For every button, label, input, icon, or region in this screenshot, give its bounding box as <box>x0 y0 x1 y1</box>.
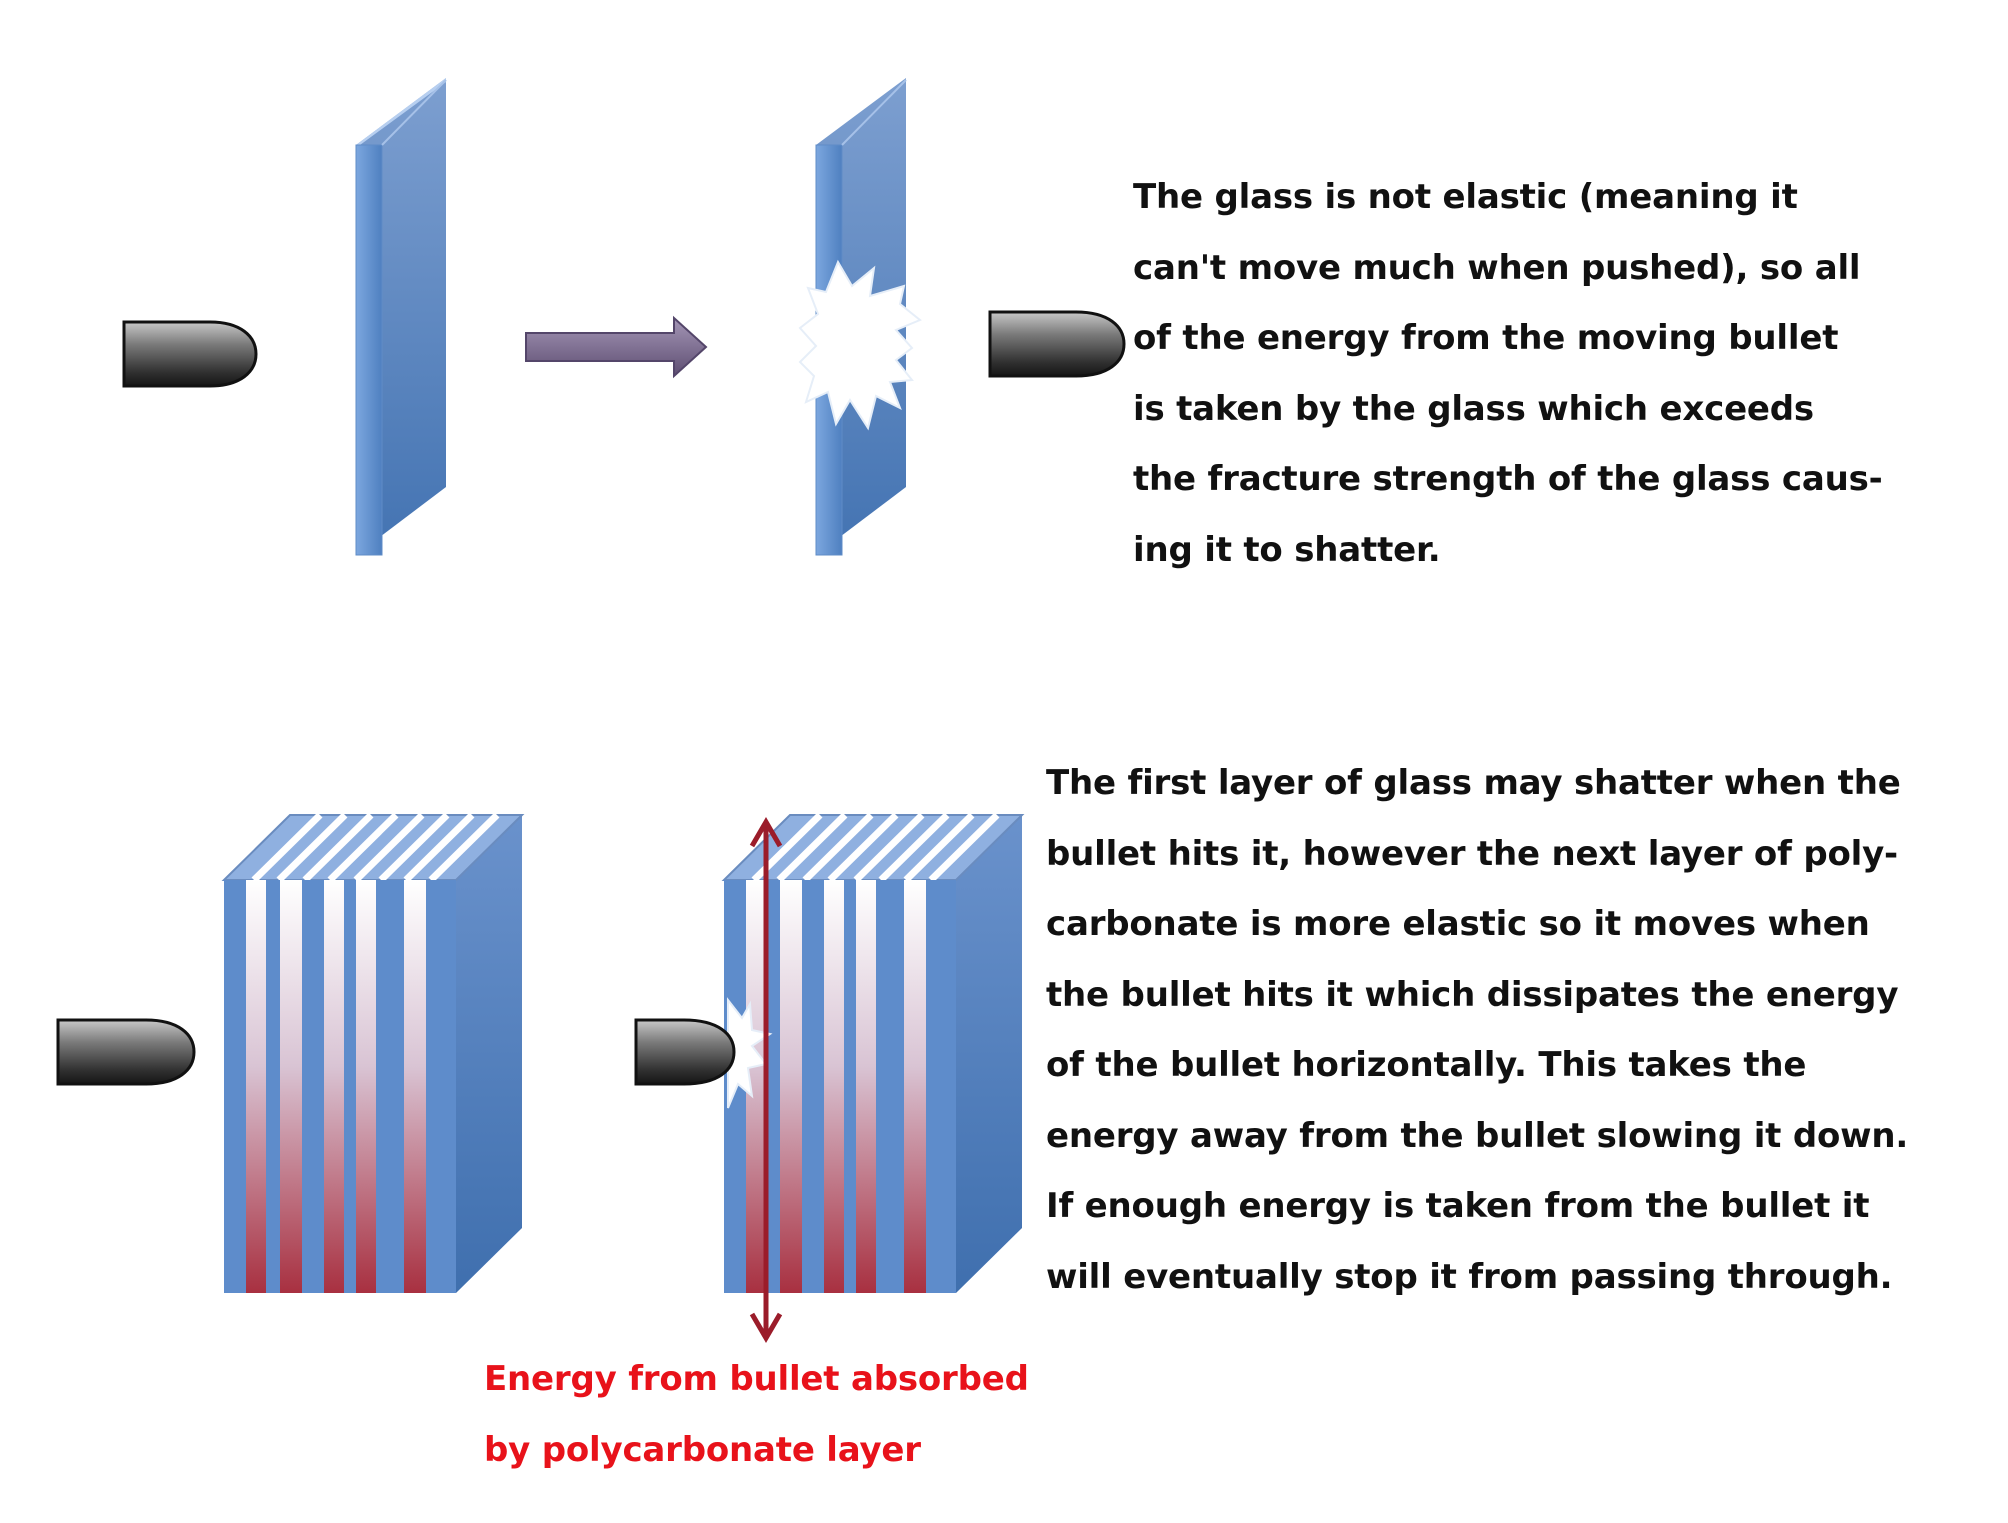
text-line: ing it to shatter. <box>1133 529 1441 570</box>
energy-dissipation-arrow <box>749 817 783 1343</box>
layered-glass-block <box>221 812 525 1293</box>
text-line: carbonate is more elastic so it moves wh… <box>1046 904 1870 944</box>
text-line: energy away from the bullet slowing it d… <box>1046 1115 1909 1156</box>
shatter-burst <box>798 259 922 431</box>
glass-pane-shattered <box>798 78 922 556</box>
glass-pane-intact <box>355 78 447 556</box>
layered-glass-block-impacted <box>721 812 1025 1293</box>
text-line: bullet hits it, however the next layer o… <box>1046 833 1898 874</box>
text-line: the fracture strength of the glass caus- <box>1133 459 1883 499</box>
layered-glass-explanation-text: The first layer of glass may shatter whe… <box>1046 748 1908 1312</box>
text-line: The glass is not elastic (meaning it <box>1133 177 1798 217</box>
transition-arrow <box>525 315 708 379</box>
text-line: of the bullet horizontally. This takes t… <box>1046 1045 1807 1085</box>
caption-line: Energy from bullet absorbed <box>484 1359 1029 1399</box>
glass-explanation-text: The glass is not elastic (meaning it can… <box>1133 162 1883 585</box>
text-line: is taken by the glass which exceeds <box>1133 388 1814 429</box>
text-line: of the energy from the moving bullet <box>1133 318 1839 358</box>
text-line: The first layer of glass may shatter whe… <box>1046 763 1901 803</box>
bullet-stopped <box>634 1018 736 1086</box>
bullet-before-impact <box>122 320 258 388</box>
bullet-approaching-layered-glass <box>56 1018 196 1086</box>
text-line: can't move much when pushed), so all <box>1133 247 1861 288</box>
bullet-after-impact <box>988 310 1126 378</box>
energy-absorbed-caption: Energy from bullet absorbed by polycarbo… <box>484 1344 1029 1485</box>
text-line: will eventually stop it from passing thr… <box>1046 1256 1893 1297</box>
text-line: the bullet hits it which dissipates the … <box>1046 974 1899 1015</box>
impact-burst <box>727 997 773 1109</box>
caption-line: by polycarbonate layer <box>484 1429 921 1470</box>
text-line: If enough energy is taken from the bulle… <box>1046 1186 1870 1226</box>
